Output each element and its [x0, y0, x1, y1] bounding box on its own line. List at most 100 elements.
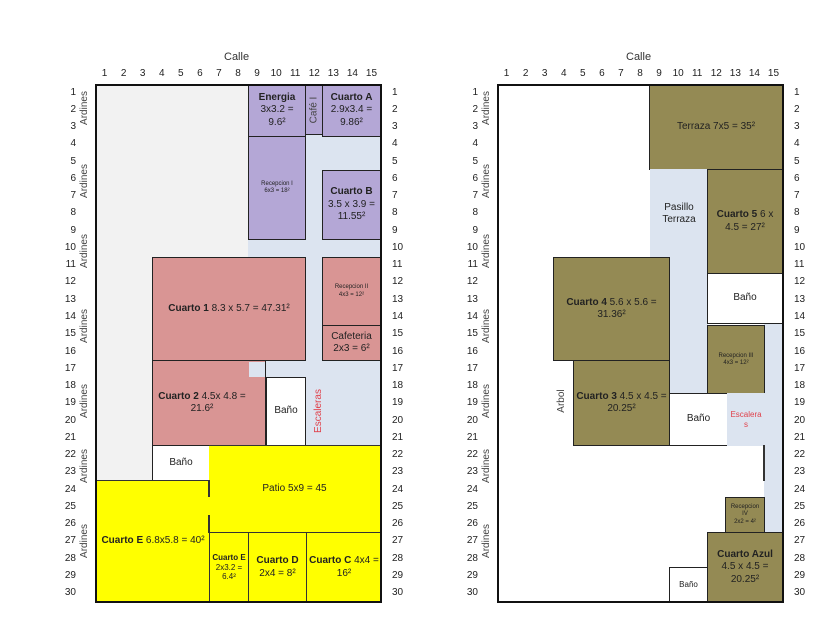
column-label: 8 [637, 68, 643, 79]
column-label: 13 [729, 68, 741, 79]
row-label: 28 [794, 552, 806, 564]
garden-label: Ardines [79, 309, 90, 343]
room-dims: 4.5 x 4.5 = 20.25² [607, 390, 667, 415]
left-plan-border [95, 84, 382, 603]
column-label: 7 [216, 68, 222, 79]
row-label: 13 [64, 293, 76, 305]
row-label: 22 [794, 449, 806, 461]
row-label: 10 [794, 241, 806, 253]
room-dims: 3.5 x 3.9 = 11.55² [328, 198, 375, 223]
column-label: 15 [365, 68, 378, 79]
row-label: 4 [472, 138, 478, 150]
room-dims: 6x3 = 18² [264, 188, 290, 194]
row-label: 22 [466, 449, 478, 461]
column-label: 10 [270, 68, 282, 79]
column-label: 12 [308, 68, 320, 79]
row-label: 20 [392, 414, 404, 426]
street-label-right: Calle [626, 51, 652, 63]
row-label: 25 [392, 500, 404, 512]
room-name: Cuarto D [256, 555, 299, 566]
hallway-notch [249, 362, 265, 377]
row-label: 17 [794, 362, 806, 374]
row-label: 11 [467, 259, 478, 271]
garden-label: Ardines [481, 384, 492, 418]
column-label: 6 [197, 68, 203, 79]
row-label: 7 [794, 190, 800, 202]
row-label: 8 [70, 207, 76, 219]
row-label: 30 [794, 587, 806, 599]
row-label: 23 [392, 466, 404, 478]
row-label: 12 [392, 276, 404, 288]
row-label: 3 [70, 121, 76, 133]
row-label: 15 [794, 328, 806, 340]
street-label-left: Calle [224, 51, 250, 63]
garden-label: Ardines [481, 234, 492, 268]
room-name: Recepcion I [261, 180, 293, 187]
row-label: 19 [392, 397, 404, 409]
row-label: 2 [70, 103, 76, 115]
column-label: 1 [503, 68, 510, 79]
row-label: 5 [70, 155, 76, 167]
room-name: Cuarto C [309, 555, 352, 566]
row-label: 9 [794, 224, 800, 236]
row-label: 8 [392, 207, 398, 219]
row-label: 1 [392, 86, 398, 98]
room-name: Recepcion II [334, 284, 369, 291]
room-dims: 4x3 = 12² [723, 360, 749, 366]
row-label: 27 [64, 535, 76, 547]
room-cuarto-e: Cuarto E 6.8x5.8 = 40² [95, 480, 210, 603]
row-label: 2 [794, 103, 800, 115]
row-label: 4 [794, 138, 800, 150]
room-name: Baño [274, 405, 298, 417]
column-label: 11 [691, 68, 703, 79]
row-label: 22 [392, 449, 404, 461]
row-label: 3 [794, 121, 800, 133]
row-label: 11 [392, 259, 403, 271]
garden-label: Ardines [79, 524, 90, 558]
column-label: 5 [580, 68, 586, 79]
column-label: 12 [710, 68, 722, 79]
room-name: Cuarto A [330, 91, 373, 103]
room-name: Terraza 7x5 = 35² [676, 120, 756, 132]
row-label: 30 [64, 587, 76, 599]
row-label: 14 [392, 310, 404, 322]
row-label: 23 [466, 466, 478, 478]
row-label: 18 [794, 380, 806, 392]
room-dims: 5.6 x 5.6 = 31.36² [597, 296, 657, 321]
row-label: 16 [466, 345, 478, 357]
row-label: 24 [392, 483, 404, 495]
row-label: 4 [70, 138, 76, 150]
row-label: 12 [64, 276, 76, 288]
row-label: 9 [392, 224, 398, 236]
room-dims: 2x3.2 = 6.4² [215, 562, 243, 582]
wall [763, 445, 765, 481]
row-label: 30 [392, 587, 404, 599]
row-label: 29 [794, 569, 806, 581]
row-label: 3 [392, 121, 398, 133]
garden-label: Ardines [79, 164, 90, 198]
row-label: 10 [392, 241, 404, 253]
column-label: 2 [522, 68, 529, 79]
row-label: 23 [64, 466, 76, 478]
room-name: Cuarto 4 [566, 296, 607, 308]
row-label: 18 [466, 380, 478, 392]
room-bano: Baño [707, 273, 783, 324]
row-label: 10 [466, 241, 478, 253]
row-label: 29 [64, 569, 76, 581]
row-label: 29 [392, 569, 404, 581]
row-label: 16 [64, 345, 76, 357]
row-label: 8 [472, 207, 478, 219]
row-label: 14 [64, 310, 76, 322]
stairs: Escaleras [727, 393, 765, 446]
right-plan-border [497, 84, 784, 603]
row-label: 23 [794, 466, 806, 478]
room-name: Baño [686, 413, 711, 425]
row-label: 6 [794, 172, 800, 184]
garden-label: Ardines [481, 309, 492, 343]
row-label: 25 [794, 500, 806, 512]
row-label: 24 [64, 483, 76, 495]
room-bano: Baño [152, 445, 210, 481]
